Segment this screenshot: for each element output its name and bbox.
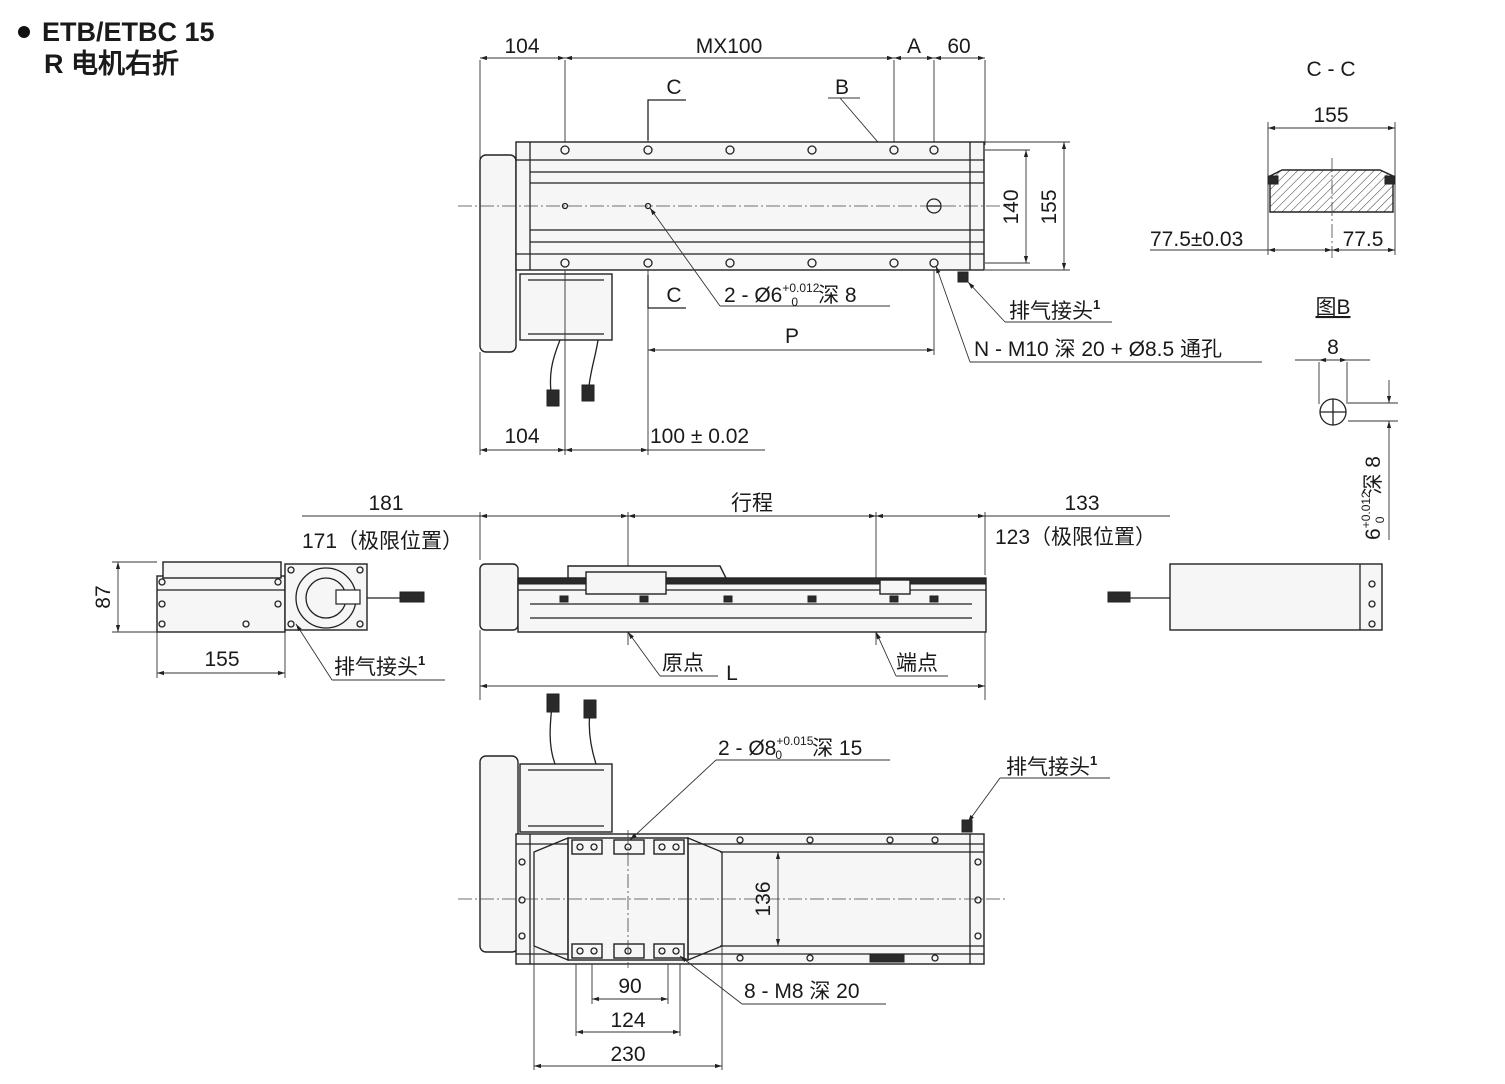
section-cc-dim-155: 155 xyxy=(1313,104,1348,127)
section-cc-dim-left: 77.5±0.03 xyxy=(1150,228,1243,251)
detail-b-depth: 6+0.0120深 8 xyxy=(1359,456,1387,540)
motor-bottom xyxy=(519,763,613,833)
dim-104-bottom: 104 xyxy=(504,425,539,448)
top-view: 104 MX100 A 60 C C B xyxy=(458,35,1262,455)
dim-87: 87 xyxy=(92,585,115,608)
dim-230: 230 xyxy=(610,1043,645,1066)
side-view: 181 171（极限位置） 行程 133 123（极限位置） 原点 端点 L xyxy=(92,492,1383,700)
dim-60: 60 xyxy=(947,35,970,58)
dim-stroke: 行程 xyxy=(731,492,773,515)
thread-note-top: N - M10 深 20 + Ø8.5 通孔 xyxy=(974,338,1222,361)
detail-b-view: 图B 8 6+0.0120深 8 xyxy=(1295,296,1398,540)
dim-171: 171（极限位置） xyxy=(302,530,463,553)
label-end-point: 端点 xyxy=(896,652,938,675)
section-cc-dim-right: 77.5 xyxy=(1343,228,1384,251)
section-cc-title: C - C xyxy=(1307,58,1356,81)
end-view-left-body xyxy=(156,575,286,633)
detail-b-title: 图B xyxy=(1315,296,1350,319)
dim-181: 181 xyxy=(368,492,403,515)
dim-124: 124 xyxy=(610,1009,645,1032)
dim-123: 123（极限位置） xyxy=(995,526,1156,549)
vent-label-bottom: 排气接头1 xyxy=(1006,753,1097,779)
dim-133: 133 xyxy=(1064,492,1099,515)
dim-90: 90 xyxy=(618,975,641,998)
dim-136: 136 xyxy=(752,881,775,916)
dim-p: P xyxy=(785,325,799,348)
drawing-title: ETB/ETBC 15 R 电机右折 xyxy=(18,16,215,80)
dim-l: L xyxy=(726,662,738,685)
motor-cover xyxy=(479,154,517,353)
section-profile xyxy=(1269,169,1394,213)
vent-label-top: 排气接头1 xyxy=(1009,297,1100,323)
dim-104-top: 104 xyxy=(504,35,539,58)
motor-cover-side xyxy=(479,563,519,631)
dim-155-side: 155 xyxy=(204,648,239,671)
bullet-icon xyxy=(18,25,30,38)
section-cc-view: C - C 155 77.5±0.03 77.5 xyxy=(1150,58,1396,258)
detail-b-dim-8: 8 xyxy=(1327,336,1339,359)
label-b: B xyxy=(835,76,849,99)
dim-mx100: MX100 xyxy=(696,35,763,58)
dim-155-top-view: 155 xyxy=(1038,189,1061,224)
dim-100: 100 ± 0.02 xyxy=(650,425,749,448)
end-view-right-body xyxy=(1169,563,1383,631)
motor-top xyxy=(519,273,613,341)
vent-label-side: 排气接头1 xyxy=(334,653,425,679)
variant-title: R 电机右折 xyxy=(44,49,179,79)
section-c-top-label: C xyxy=(666,76,681,99)
section-c-bottom-label: C xyxy=(666,284,681,307)
motor-cover-bottom xyxy=(479,755,519,953)
dim-a: A xyxy=(907,35,921,58)
model-title: ETB/ETBC 15 xyxy=(18,16,215,48)
thread-note-bottom: 8 - M8 深 20 xyxy=(744,980,860,1003)
mounting-holes-top xyxy=(560,145,942,268)
label-origin: 原点 xyxy=(662,652,704,675)
dim-140: 140 xyxy=(1000,189,1023,224)
